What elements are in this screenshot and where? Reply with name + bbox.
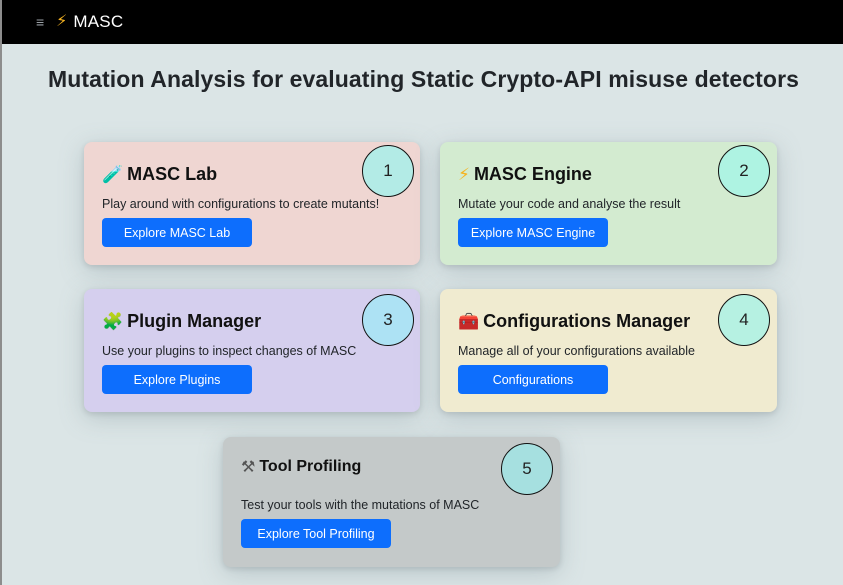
card-description: Manage all of your configurations availa…	[458, 344, 695, 358]
lightning-icon: ⚡	[56, 13, 68, 30]
lightning-icon: ⚡	[458, 164, 470, 184]
title-part: tatic	[426, 66, 481, 92]
card-masc-engine: ⚡ MASC Engine Mutate your code and analy…	[440, 142, 777, 265]
card-title: ⚡ MASC Engine	[458, 164, 592, 185]
card-masc-lab: 🧪 MASC Lab Play around with configuratio…	[84, 142, 420, 265]
hamburger-menu-icon[interactable]: ≡	[36, 14, 45, 30]
step-badge: 1	[362, 145, 414, 197]
explore-tool-profiling-button[interactable]: Explore Tool Profiling	[241, 519, 391, 548]
card-title-text: MASC Engine	[473, 164, 592, 184]
hammer-wrench-icon: ⚒	[241, 459, 256, 476]
card-title: 🧰 Configurations Manager	[458, 311, 690, 332]
title-part: M	[47, 66, 68, 92]
title-part: S	[410, 66, 427, 92]
configurations-button[interactable]: Configurations	[458, 365, 608, 394]
title-part: C	[480, 66, 498, 92]
step-badge: 5	[501, 443, 553, 495]
step-badge: 4	[718, 294, 770, 346]
title-part: A	[150, 66, 167, 92]
test-tube-icon: 🧪	[102, 164, 124, 184]
title-part: utation	[67, 66, 151, 92]
card-title: 🧩 Plugin Manager	[102, 311, 261, 332]
step-badge: 2	[718, 145, 770, 197]
card-description: Use your plugins to inspect changes of M…	[102, 344, 357, 358]
card-plugin-manager: 🧩 Plugin Manager Use your plugins to ins…	[84, 289, 420, 412]
title-part: rypto-API misuse detectors	[497, 66, 800, 92]
card-configurations-manager: 🧰 Configurations Manager Manage all of y…	[440, 289, 777, 412]
card-title-text: Plugin Manager	[127, 311, 262, 331]
card-title: 🧪 MASC Lab	[102, 164, 217, 185]
page-title: Mutation Analysis for evaluating Static …	[2, 66, 843, 93]
toolbox-icon: 🧰	[458, 311, 480, 331]
card-description: Test your tools with the mutations of MA…	[241, 498, 480, 512]
explore-masc-lab-button[interactable]: Explore MASC Lab	[102, 218, 252, 247]
card-tool-profiling: ⚒ Tool Profiling Test your tools with th…	[223, 437, 560, 567]
navbar: ≡ ⚡ MASC	[2, 0, 843, 44]
title-part: nalysis for evaluating	[166, 66, 411, 92]
puzzle-piece-icon: 🧩	[102, 311, 124, 331]
explore-masc-engine-button[interactable]: Explore MASC Engine	[458, 218, 608, 247]
brand-link[interactable]: MASC	[73, 12, 124, 31]
card-title-text: Configurations Manager	[483, 311, 691, 331]
card-description: Play around with configurations to creat…	[102, 197, 380, 211]
explore-plugins-button[interactable]: Explore Plugins	[102, 365, 252, 394]
card-title: ⚒ Tool Profiling	[241, 457, 361, 477]
step-badge: 3	[362, 294, 414, 346]
card-title-text: MASC Lab	[127, 164, 218, 184]
card-title-text: Tool Profiling	[259, 458, 362, 475]
card-description: Mutate your code and analyse the result	[458, 197, 681, 211]
